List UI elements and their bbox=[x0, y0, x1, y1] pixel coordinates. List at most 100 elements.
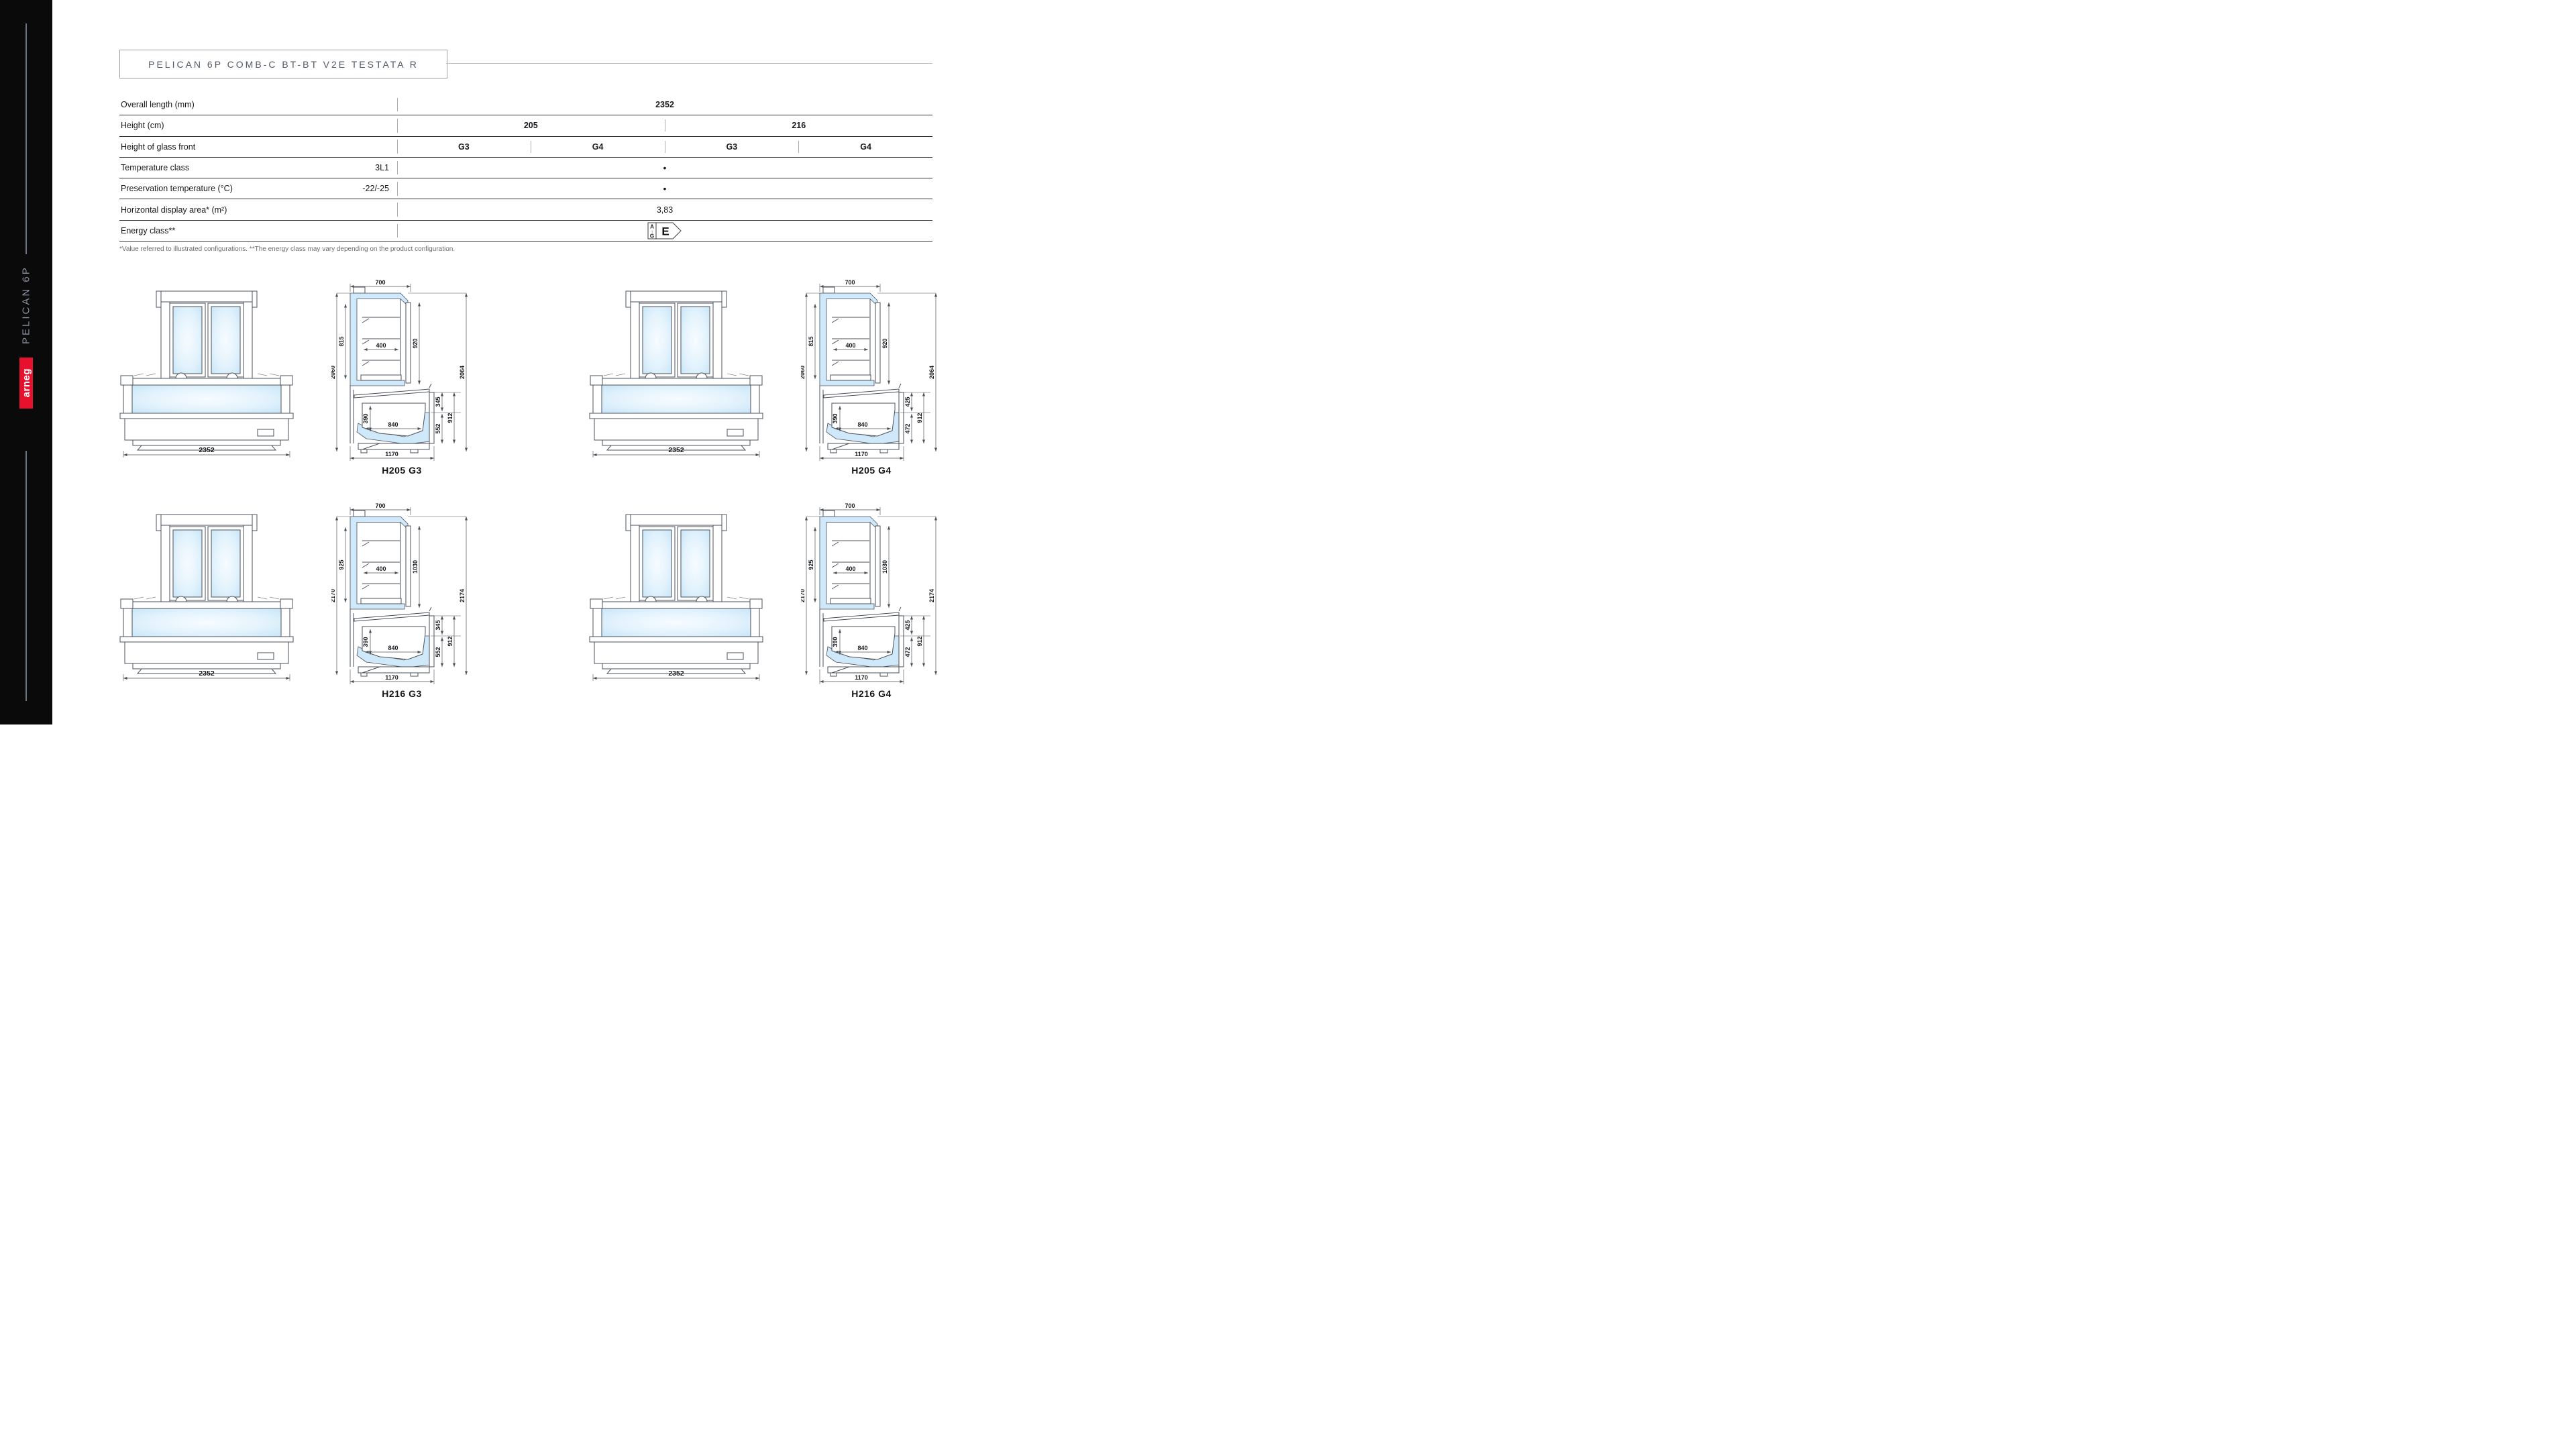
dimension-label: 400 bbox=[376, 566, 386, 572]
drawing-group-label: H205 G4 bbox=[851, 465, 892, 476]
section-view-block: 700 815 400 920 2060 bbox=[801, 278, 942, 476]
section-view-block: 700 925 400 1030 2170 bbox=[331, 502, 472, 699]
dimension-label: 425 bbox=[904, 396, 911, 407]
dimension-label: 912 bbox=[916, 636, 923, 646]
row-label: Energy class** bbox=[121, 225, 176, 235]
drawing-group: 2352 700 bbox=[119, 278, 589, 502]
front-view-drawing: 2352 bbox=[589, 290, 763, 458]
dimension-label: 390 bbox=[832, 413, 839, 423]
energy-rating-letter: E bbox=[661, 225, 669, 237]
section-view-block: 700 815 400 920 2060 bbox=[331, 278, 472, 476]
dimension-label: 2352 bbox=[668, 669, 684, 678]
dimension-label: 2352 bbox=[668, 446, 684, 454]
row-label: Preservation temperature (°C) bbox=[121, 184, 233, 194]
drawing-group-label: H205 G3 bbox=[382, 465, 422, 476]
spec-row-temperature-class: Temperature class 3L1 • bbox=[119, 158, 932, 179]
dimension-label: 2170 bbox=[331, 589, 336, 602]
dimension-label: 700 bbox=[375, 279, 385, 286]
dimension-label: 920 bbox=[412, 338, 419, 348]
dimension-label: 400 bbox=[845, 566, 855, 572]
dimension-label: 912 bbox=[447, 636, 453, 646]
dimension-label: 700 bbox=[375, 502, 385, 509]
section-view-block: 700 925 400 1030 2170 bbox=[801, 502, 942, 699]
title-rule bbox=[446, 63, 932, 64]
section-view-drawing: 700 815 400 920 2060 bbox=[801, 279, 938, 461]
footnote: *Value referred to illustrated configura… bbox=[119, 246, 455, 253]
dimension-label: 2060 bbox=[331, 366, 336, 379]
dimension-label: 840 bbox=[857, 645, 867, 651]
energy-scale-arrow-icon: ↑ bbox=[651, 230, 653, 234]
dimension-label: 1170 bbox=[385, 674, 398, 681]
spec-row-display-area: Horizontal display area* (m²) 3,83 bbox=[119, 199, 932, 221]
dimension-label: 472 bbox=[904, 647, 911, 657]
technical-drawings: 2352 700 bbox=[119, 278, 1059, 725]
dimension-label: 2060 bbox=[801, 366, 806, 379]
dimension-label: 552 bbox=[435, 423, 441, 433]
section-view-drawing: 700 815 400 920 2060 bbox=[331, 279, 468, 461]
dimension-label: 1170 bbox=[385, 451, 398, 458]
drawing-group: 2352 700 bbox=[119, 502, 589, 725]
dimension-label: 2174 bbox=[459, 589, 466, 602]
dimension-label: 2064 bbox=[928, 366, 935, 379]
availability-dot: • bbox=[663, 162, 667, 174]
section-view-drawing: 700 925 400 1030 2170 bbox=[331, 502, 468, 684]
dimension-label: 345 bbox=[435, 396, 441, 407]
page-title-text: PELICAN 6P COMB-C BT-BT V2E TESTATA R bbox=[148, 58, 419, 70]
value-cell: G4 bbox=[860, 142, 871, 152]
row-label: Height (cm) bbox=[121, 121, 164, 131]
value-cell: G4 bbox=[592, 142, 604, 152]
sidebar-divider-top bbox=[25, 23, 27, 254]
value-cell: 205 bbox=[523, 121, 538, 131]
value-cell: 2352 bbox=[655, 100, 674, 110]
value-cell: 216 bbox=[792, 121, 806, 131]
dimension-label: 400 bbox=[845, 342, 855, 349]
front-view-drawing: 2352 bbox=[119, 514, 294, 681]
value-cell: G3 bbox=[458, 142, 470, 152]
row-label: Horizontal display area* (m²) bbox=[121, 205, 227, 215]
brand-logo-text: arneg bbox=[20, 368, 32, 398]
dimension-label: 390 bbox=[362, 637, 369, 647]
column-separator bbox=[798, 140, 800, 153]
dimension-label: 920 bbox=[881, 338, 888, 348]
drawing-group: 2352 700 bbox=[589, 502, 1059, 725]
spec-row-glass-front: Height of glass front G3 G4 G3 G4 bbox=[119, 137, 932, 158]
row-sub-value: 3L1 bbox=[375, 163, 389, 173]
front-view-drawing: 2352 bbox=[589, 514, 763, 681]
dimension-label: 1030 bbox=[881, 560, 888, 574]
dimension-label: 840 bbox=[857, 421, 867, 428]
dimension-label: 925 bbox=[808, 559, 814, 570]
dimension-label: 2170 bbox=[801, 589, 806, 602]
dimension-label: 1170 bbox=[855, 451, 868, 458]
dimension-label: 700 bbox=[845, 502, 855, 509]
availability-dot: • bbox=[663, 183, 667, 195]
row-label: Height of glass front bbox=[121, 142, 196, 152]
page-title: PELICAN 6P COMB-C BT-BT V2E TESTATA R bbox=[119, 50, 447, 78]
drawing-group-label: H216 G4 bbox=[851, 688, 892, 699]
front-view-drawing: 2352 bbox=[119, 290, 294, 458]
brand-logo: arneg bbox=[19, 358, 33, 409]
dimension-label: 840 bbox=[388, 421, 398, 428]
dimension-label: 1170 bbox=[855, 674, 868, 681]
value-cell: G3 bbox=[726, 142, 738, 152]
row-label: Overall length (mm) bbox=[121, 100, 195, 110]
drawing-group: 2352 700 bbox=[589, 278, 1059, 502]
dimension-label: 1030 bbox=[412, 560, 419, 574]
spec-table: Overall length (mm) 2352 Height (cm) 205… bbox=[119, 95, 932, 242]
dimension-label: 815 bbox=[808, 336, 814, 346]
dimension-label: 2064 bbox=[459, 366, 466, 379]
dimension-label: 925 bbox=[338, 559, 345, 570]
row-sub-value: -22/-25 bbox=[362, 184, 389, 194]
dimension-label: 552 bbox=[435, 647, 441, 657]
dimension-label: 345 bbox=[435, 620, 441, 630]
section-view-drawing: 700 925 400 1030 2170 bbox=[801, 502, 938, 684]
dimension-label: 912 bbox=[447, 413, 453, 423]
value-cell: 3,83 bbox=[656, 205, 674, 215]
sidebar-divider-bottom bbox=[25, 451, 27, 701]
spec-row-preservation-temperature: Preservation temperature (°C) -22/-25 • bbox=[119, 178, 932, 200]
dimension-label: 2352 bbox=[199, 446, 215, 454]
spec-row-height: Height (cm) 205 216 bbox=[119, 115, 932, 137]
row-label: Temperature class bbox=[121, 163, 190, 173]
energy-class-badge: A ↑ G E bbox=[397, 222, 932, 239]
energy-scale-bottom: G bbox=[650, 233, 654, 239]
energy-scale-top: A bbox=[650, 223, 654, 229]
